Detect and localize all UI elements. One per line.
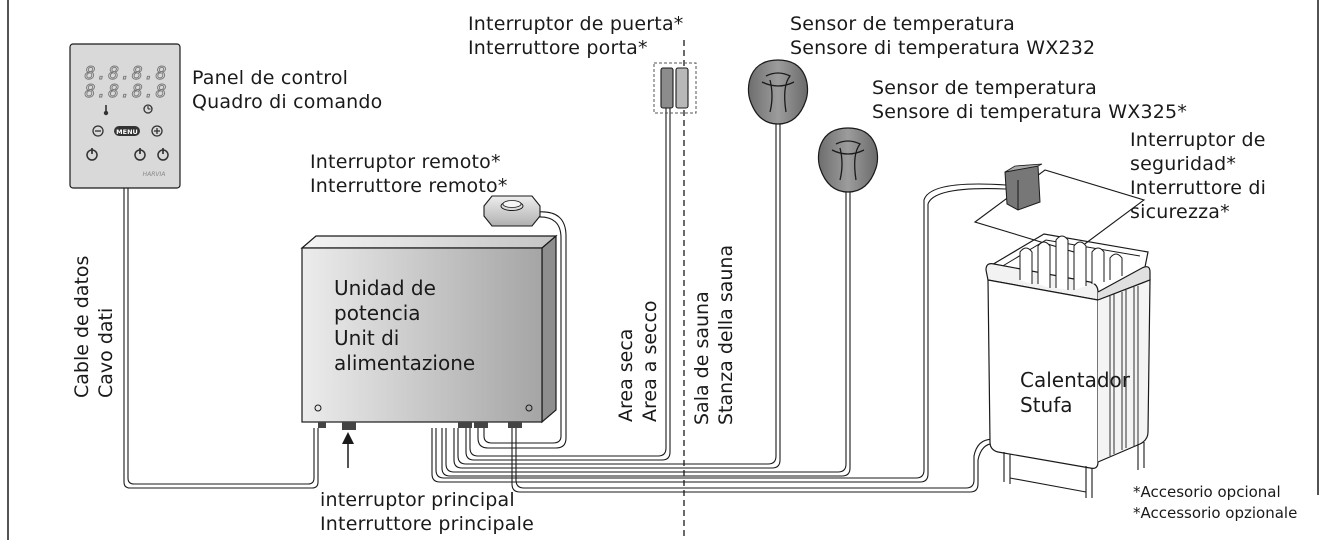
minus-icon [92,125,104,137]
safety-switch-label: Interruptor de seguridad* Interruttore d… [1130,128,1266,224]
control-panel-label-it: Quadro di comando [192,91,383,113]
power-unit-label-1: Unidad de [334,276,436,300]
safety-switch-label-1: Interruptor de [1130,129,1266,151]
sensor-wx232-label-es: Sensor de temperatura [790,13,1015,35]
control-panel-label-es: Panel de control [192,67,349,89]
power-unit-box [300,234,558,430]
power-icon [86,148,98,161]
control-panel-display-top: 8.8.8.8 [85,63,168,84]
temperature-sensor-wx325 [817,127,879,193]
diagram-frame [7,0,1319,540]
sensor-wx325-cable [445,188,847,473]
power-unit-label: Unidad de potencia Unit di alimentazione [334,276,475,376]
control-panel: 8.8.8.8 8.8.8.8 MENU [69,43,181,189]
sensor-wx232-cable [457,116,777,465]
safety-switch-label-3: Interruttore di [1130,177,1267,199]
dry-area-label: Area seca Area a secco [614,300,662,422]
heater-label-es: Calentador [1020,368,1131,392]
remote-switch-label-it: Interruttore remoto* [310,175,508,197]
sauna-heater [985,233,1151,498]
main-switch-arrow [342,432,354,468]
menu-button-label: MENU [116,128,138,136]
remote-switch-label-es: Interruptor remoto* [310,151,501,173]
main-switch-label-it: Interruttore principale [320,513,534,535]
heater-label: Calentador Stufa [1020,368,1130,418]
heater-label-it: Stufa [1020,393,1073,417]
safety-switch [973,163,1146,253]
cables [123,104,1007,493]
plus-icon [151,125,163,137]
fan-icon [157,148,169,161]
control-panel-display-bottom: 8.8.8.8 [85,81,168,102]
door-switch-label-es: Interruptor de puerta* [468,13,684,35]
dry-area-label-es: Area seca [615,328,637,422]
footnote-line-1: *Accesorio opcional [1133,483,1281,501]
sensor-wx232-label: Sensor de temperatura Sensore di tempera… [790,12,1095,60]
safety-switch-label-2: seguridad* [1130,153,1237,175]
thermometer-icon [103,105,109,116]
main-switch-label-es: interruptor principal [320,489,515,511]
footnote-line-2: *Accessorio opzionale [1133,504,1298,522]
sensor-wx325-label-it: Sensore di temperatura WX325* [872,101,1188,123]
remote-switch [483,195,541,227]
control-panel-label: Panel de control Quadro di comando [192,66,383,114]
sensor-wx325-label: Sensor de temperatura Sensore di tempera… [872,76,1187,124]
power-unit-label-4: alimentazione [334,351,476,375]
door-switch-label: Interruptor de puerta* Interruttore port… [468,12,684,60]
door-switch-label-it: Interruttore porta* [468,37,648,59]
dry-area-label-it: Area a secco [639,300,661,422]
clock-icon [143,104,153,114]
door-switch [653,62,697,114]
sauna-room-label-it: Stanza della sauna [715,244,737,425]
power-unit-label-2: potencia [334,301,421,325]
remote-switch-cable [477,211,567,449]
safety-switch-label-4: sicurezza* [1130,201,1230,223]
control-panel-brand: HARVIA [143,171,166,178]
sauna-room-label-es: Sala de sauna [691,291,713,425]
menu-button-icon: MENU [114,126,140,136]
safety-switch-cable [435,183,1007,479]
data-cable-label: Cable de datos Cavo dati [70,256,118,398]
remote-switch-label: Interruptor remoto* Interruttore remoto* [310,150,508,198]
heater-cable [515,428,999,489]
footnote: *Accesorio opcional *Accessorio opzional… [1133,482,1297,524]
main-switch-label: interruptor principal Interruttore princ… [320,488,534,536]
sensor-wx325-label-es: Sensor de temperatura [872,77,1097,99]
door-switch-cable [469,104,667,457]
data-cable-line [123,188,319,489]
data-cable-label-it: Cavo dati [95,307,117,398]
light-icon [134,148,146,161]
temperature-sensor-wx232 [747,59,809,125]
power-unit-label-3: Unit di [334,326,400,350]
sensor-wx232-label-it: Sensore di temperatura WX232 [790,37,1096,59]
data-cable-label-es: Cable de datos [71,255,93,398]
sauna-room-label: Sala de sauna Stanza della sauna [690,245,738,425]
